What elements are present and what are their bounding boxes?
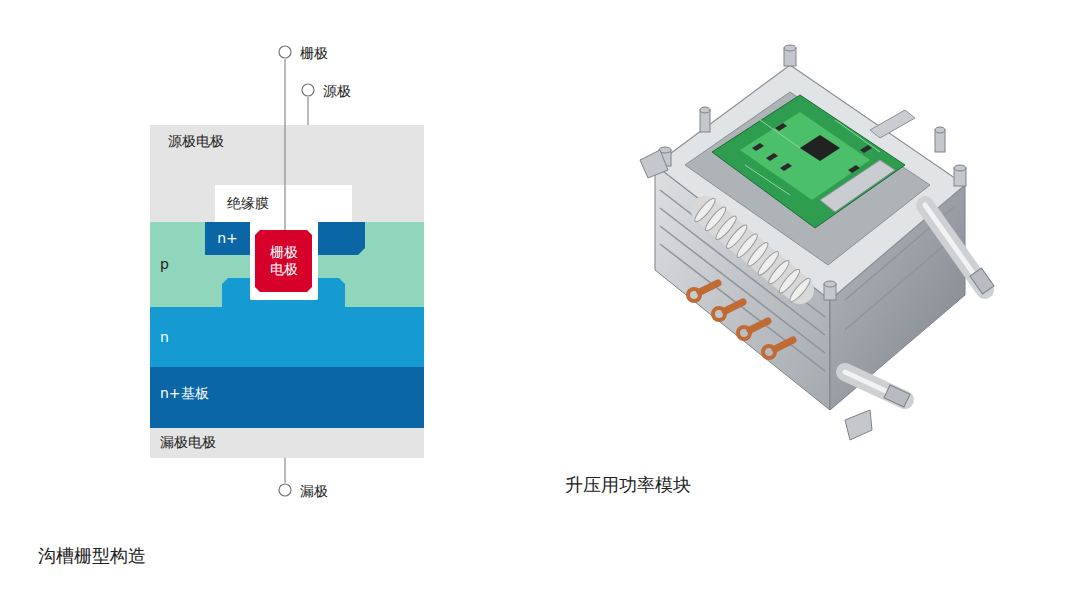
lead-wire: [284, 59, 285, 230]
layer-label: n+: [217, 230, 238, 247]
figure-label: 升压用功率模块: [565, 474, 691, 496]
substrate-layer: n+基板: [150, 367, 424, 428]
terminal-label: 漏极: [300, 483, 328, 500]
layer-label: 源极电极: [168, 133, 424, 150]
layer-label: n+基板: [160, 385, 424, 402]
n-plus-region: [318, 222, 365, 255]
lead-wire: [307, 97, 308, 125]
source-terminal: 源极: [301, 83, 315, 97]
gate-terminal: 栅极: [278, 45, 292, 59]
terminal-circle: [301, 83, 315, 97]
layer-label: n: [160, 329, 424, 346]
gate-electrode: 栅极 电极: [255, 230, 312, 292]
layer-label: 漏极电极: [160, 434, 424, 451]
terminal-circle: [278, 483, 292, 497]
terminal-label: 栅极: [300, 45, 328, 62]
lead-wire: [284, 458, 285, 483]
power-module: [640, 45, 994, 440]
n-layer: n: [150, 307, 424, 367]
terminal-circle: [278, 45, 292, 59]
layer-label: 栅极 电极: [261, 244, 306, 278]
n-region-bump: [222, 278, 345, 307]
n-plus-region: n+: [205, 222, 250, 255]
layer-label: 绝缘膜: [227, 195, 356, 212]
terminal-label: 源极: [323, 83, 351, 100]
layer-label: p: [160, 256, 424, 273]
drain-terminal: 漏极: [278, 483, 292, 497]
figure-caption: 沟槽栅型构造: [38, 545, 146, 567]
drain-electrode-band: 漏极电极: [150, 428, 424, 458]
